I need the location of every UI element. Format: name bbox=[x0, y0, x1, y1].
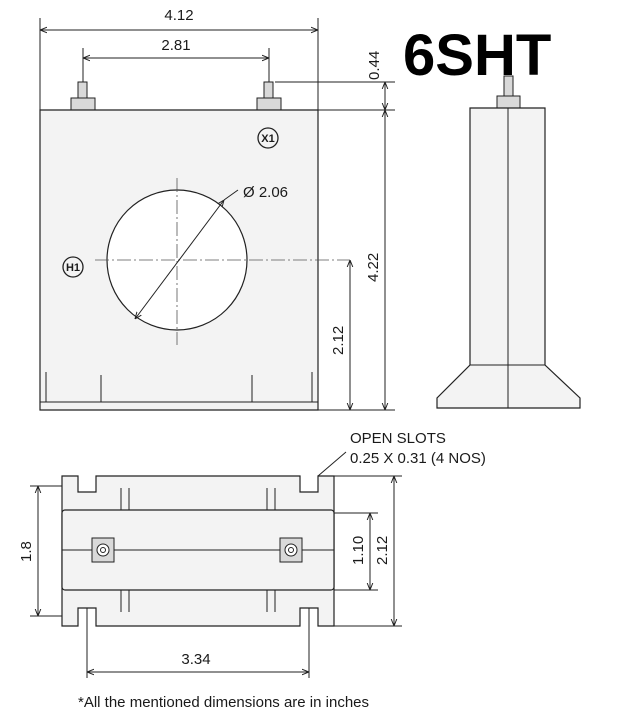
slot-spacing-label: 3.34 bbox=[181, 651, 210, 668]
body-depth-label: 1.10 bbox=[350, 536, 367, 565]
terminal-stud-left bbox=[70, 81, 96, 111]
side-view bbox=[436, 75, 581, 409]
terminal-height-label: 0.44 bbox=[366, 51, 383, 80]
base-depth-label: 1.8 bbox=[18, 541, 35, 562]
open-slots-size: 0.25 X 0.31 (4 NOS) bbox=[350, 450, 486, 467]
terminal-mark-h1-label: H1 bbox=[66, 262, 80, 274]
terminal-nut-right bbox=[279, 537, 303, 563]
terminal-mark-x1 bbox=[257, 127, 279, 149]
terminal-stud-right bbox=[256, 81, 282, 111]
units-footnote: *All the mentioned dimensions are in inc… bbox=[78, 694, 369, 711]
overall-height-label: 4.22 bbox=[365, 253, 382, 282]
window-diameter-label: Ø 2.06 bbox=[243, 184, 288, 201]
overall-depth-label: 2.12 bbox=[374, 536, 391, 565]
terminal-mark-h1 bbox=[62, 256, 84, 278]
open-slots-leader bbox=[317, 451, 347, 477]
overall-width-label: 4.12 bbox=[164, 7, 193, 24]
model-title: 6SHT bbox=[403, 23, 551, 88]
terminal-mark-x1-label: X1 bbox=[261, 133, 274, 145]
window-center-height-label: 2.12 bbox=[330, 326, 347, 355]
window-diameter-line bbox=[135, 200, 224, 319]
open-slots-note: OPEN SLOTS bbox=[350, 430, 446, 447]
front-view: 4.12 2.81 0.44 Ø 2.06 bbox=[39, 7, 395, 411]
terminal-spacing-label: 2.81 bbox=[161, 37, 190, 54]
bottom-view: OPEN SLOTS 0.25 X 0.31 (4 NOS) 1.8 1.10 … bbox=[18, 430, 486, 678]
terminal-nut-left bbox=[91, 537, 115, 563]
